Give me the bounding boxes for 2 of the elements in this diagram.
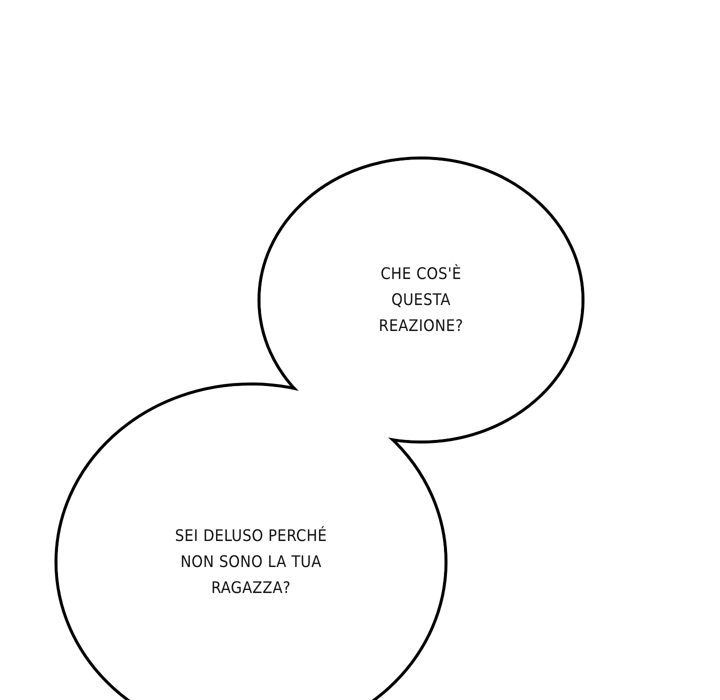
speech-text: SEI DELUSO PERCHÉ NON SONO LA TUA RAGAZZA? bbox=[174, 525, 328, 599]
speech-text: CHE COS'È QUESTA REAZIONE? bbox=[378, 263, 464, 337]
